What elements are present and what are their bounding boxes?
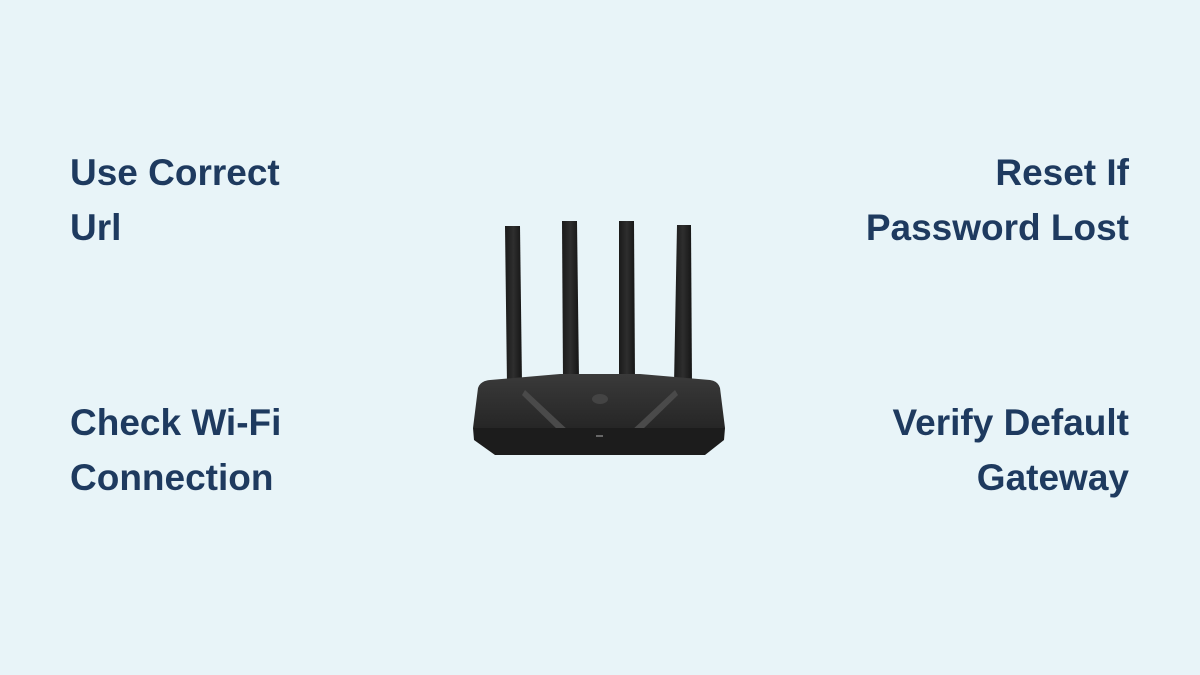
tip-verify-default-gateway: Verify Default Gateway: [893, 395, 1129, 505]
tip-line: Verify Default: [892, 402, 1129, 443]
tip-line: Check Wi-Fi: [70, 402, 282, 443]
tip-line: Password Lost: [865, 207, 1129, 248]
tip-use-correct-url: Use Correct Url: [70, 145, 280, 255]
tip-line: Gateway: [976, 457, 1129, 498]
tip-line: Url: [70, 207, 122, 248]
tip-check-wifi-connection: Check Wi-Fi Connection: [70, 395, 281, 505]
tip-line: Connection: [70, 457, 274, 498]
antennas: [505, 221, 692, 385]
tip-reset-if-password-lost: Reset If Password Lost: [866, 145, 1129, 255]
tip-line: Use Correct: [70, 152, 280, 193]
tip-line: Reset If: [995, 152, 1129, 193]
